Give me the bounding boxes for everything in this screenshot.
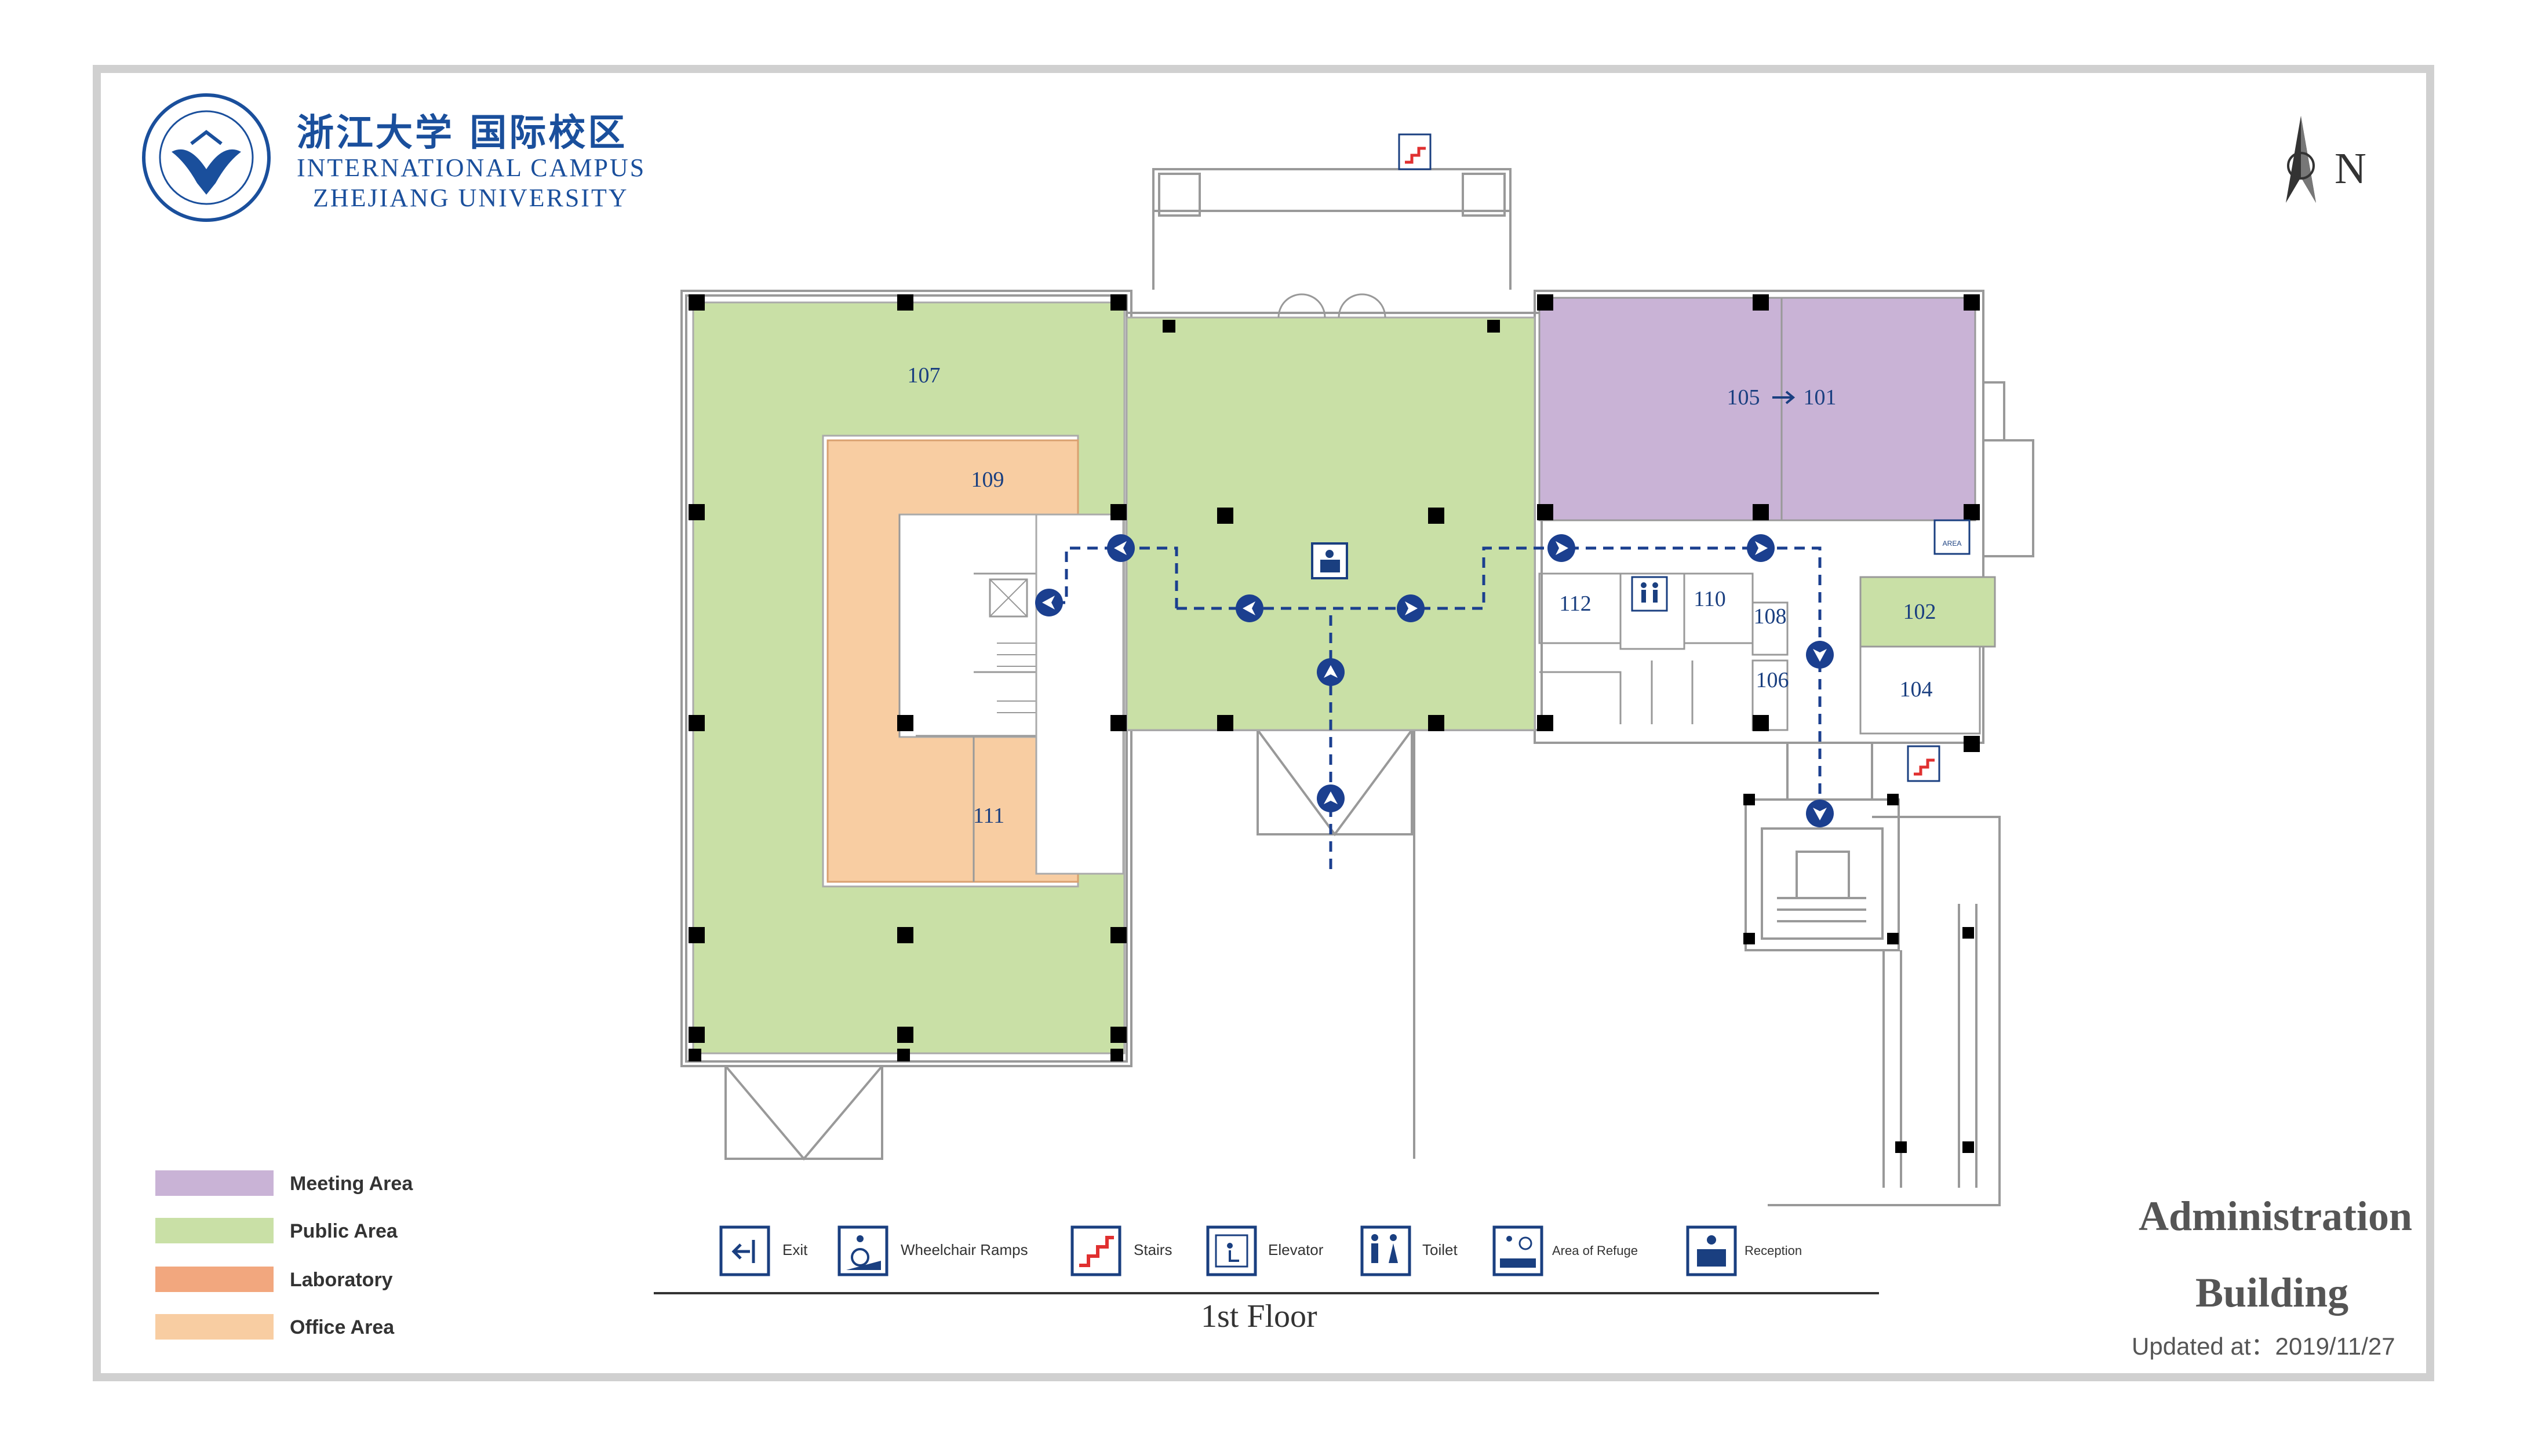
room-label-108: 108 <box>1754 604 1787 629</box>
building-title-line2: Building <box>2195 1269 2349 1316</box>
stairs-icon <box>1398 133 1432 170</box>
room-label-110: 110 <box>1694 587 1726 611</box>
room-label-109: 109 <box>971 468 1004 492</box>
key-label-stairs: Stairs <box>1134 1241 1172 1258</box>
room-label-112: 112 <box>1559 592 1592 616</box>
merge-arrow-icon <box>1772 391 1796 404</box>
legend-swatch <box>155 1267 274 1292</box>
stairs-icon <box>1070 1225 1121 1276</box>
university-seal-icon <box>142 93 271 222</box>
legend-swatch <box>155 1314 274 1340</box>
toilet-icon <box>1360 1225 1411 1276</box>
north-label: N <box>2335 144 2366 193</box>
exit-icon <box>719 1225 770 1276</box>
room-label-102: 102 <box>1903 600 1936 624</box>
structural-columns <box>689 294 1980 1153</box>
reception-icon <box>1686 1225 1737 1276</box>
legend-label: Office Area <box>290 1316 395 1338</box>
university-name-line1: INTERNATIONAL CAMPUS <box>297 154 646 182</box>
north-arrow-icon <box>2286 116 2316 203</box>
university-name-chinese: 浙江大学 国际校区 <box>297 111 628 155</box>
area-of-refuge-icon <box>1492 1225 1543 1276</box>
reception-icon <box>1311 542 1348 579</box>
room-label-106: 106 <box>1756 668 1789 692</box>
university-name-line2: ZHEJIANG UNIVERSITY <box>313 184 629 212</box>
building-title-line1: Administration <box>2139 1193 2413 1239</box>
legend-swatch <box>155 1218 274 1243</box>
room-label-107: 107 <box>908 363 941 388</box>
key-label-exit: Exit <box>782 1241 808 1258</box>
floor-label: 1st Floor <box>1201 1298 1317 1334</box>
legend-swatch <box>155 1170 274 1196</box>
wheelchair-ramp-icon <box>837 1225 888 1276</box>
toilet-icon <box>1631 576 1668 612</box>
legend-label: Public Area <box>290 1220 398 1242</box>
room-107 <box>692 301 1126 1054</box>
room-101 <box>1780 297 1976 521</box>
room-label-111: 111 <box>973 804 1004 828</box>
room-label-101: 101 <box>1804 385 1837 410</box>
elevator-icon <box>1206 1225 1257 1276</box>
room-102 <box>1859 576 1996 648</box>
key-label-toilet: Toilet <box>1422 1241 1458 1258</box>
stairs-icon <box>1907 745 1940 782</box>
room-label-104: 104 <box>1900 677 1933 702</box>
legend-label: Meeting Area <box>290 1173 413 1195</box>
key-label-area-of-refuge: Area of Refuge <box>1552 1243 1638 1258</box>
evacuation-route <box>1049 546 1822 869</box>
legend-label: Laboratory <box>290 1269 393 1291</box>
svg-text:AREA: AREA <box>1943 539 1962 548</box>
room-label-105: 105 <box>1727 385 1760 410</box>
key-label-reception: Reception <box>1745 1243 1802 1258</box>
key-label-elevator: Elevator <box>1268 1241 1324 1258</box>
updated-date: Updated at：2019/11/27 <box>2132 1333 2395 1360</box>
key-label-wheelchair-ramps: Wheelchair Ramps <box>901 1241 1028 1258</box>
room-105 <box>1538 297 1783 521</box>
area-of-refuge-icon: AREA <box>1933 519 1971 555</box>
